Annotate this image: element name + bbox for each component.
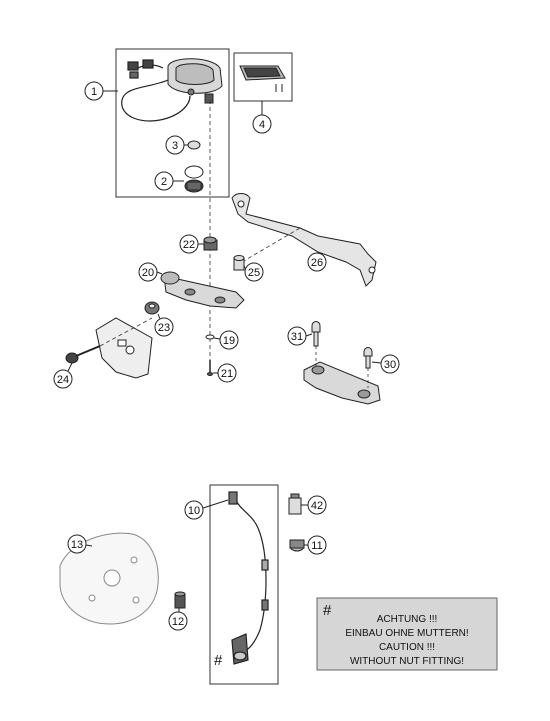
cap-part-3 [187, 140, 201, 150]
svg-text:2: 2 [161, 176, 167, 188]
bolt-part-31 [311, 321, 321, 347]
bracket-group-box [233, 52, 293, 102]
sleeve-part-12 [174, 591, 186, 609]
svg-text:11: 11 [311, 540, 322, 552]
callout-12: 12 [168, 608, 188, 631]
callout-3: 3 [165, 135, 188, 155]
assembly-line-24 [99, 317, 153, 347]
callout-30: 30 [371, 354, 400, 374]
callout-13: 13 [67, 534, 93, 554]
washer-part-19 [205, 334, 215, 340]
spacer-part-25 [233, 255, 245, 271]
callout-42: 42 [301, 495, 327, 515]
ring-part-2 [184, 165, 204, 193]
callout-2: 2 [154, 171, 184, 191]
callout-24: 24 [53, 362, 73, 389]
clip-part-42 [288, 493, 302, 515]
callout-25: 25 [243, 262, 264, 282]
plate-part [95, 317, 153, 379]
note-symbol: # [323, 602, 332, 619]
callout-1: 1 [84, 81, 118, 101]
holder-part-20 [160, 271, 245, 309]
cover-part-4 [239, 65, 286, 92]
svg-text:42: 42 [311, 500, 323, 512]
note-line-3: CAUTION !!! [379, 642, 435, 653]
svg-text:12: 12 [172, 616, 184, 628]
svg-text:20: 20 [142, 267, 154, 279]
speedometer-group-box [115, 48, 230, 198]
screw-part-21 [207, 360, 213, 376]
svg-text:13: 13 [71, 539, 83, 551]
svg-text:22: 22 [183, 239, 195, 251]
callout-20: 20 [138, 262, 163, 282]
callout-4: 4 [252, 101, 272, 134]
nut-part-23 [144, 301, 160, 315]
svg-text:4: 4 [259, 119, 265, 131]
assembly-line-26 [241, 227, 301, 263]
nut-part-22 [203, 236, 218, 251]
svg-text:31: 31 [291, 331, 303, 343]
svg-text:26: 26 [311, 257, 323, 269]
brake-disc [59, 532, 159, 625]
note-line-1: ACHTUNG !!! [377, 614, 438, 625]
svg-text:1: 1 [91, 86, 97, 98]
note-line-2: EINBAU OHNE MUTTERN! [345, 628, 468, 639]
cable-group-box [209, 484, 279, 685]
svg-text:30: 30 [384, 359, 396, 371]
svg-text:19: 19 [223, 335, 235, 347]
note-box [316, 597, 498, 671]
callout-23: 23 [154, 313, 174, 337]
note-line-4: WITHOUT NUT FITTING! [350, 656, 464, 667]
svg-text:24: 24 [57, 374, 69, 386]
callout-26: 26 [307, 252, 327, 272]
callout-22: 22 [179, 234, 204, 254]
bracket-part-26 [231, 193, 377, 287]
svg-text:10: 10 [188, 505, 200, 517]
svg-text:23: 23 [158, 322, 170, 334]
speedometer-unit [167, 58, 223, 104]
callout-19: 19 [213, 330, 239, 350]
screw-part-24 [65, 345, 101, 364]
speed-sensor-cable [228, 491, 269, 665]
callout-21: 21 [213, 363, 237, 383]
svg-text:21: 21 [221, 368, 233, 380]
svg-text:3: 3 [172, 140, 178, 152]
callout-10: 10 [184, 499, 229, 520]
holder-part-right [303, 361, 381, 405]
cable-marker: # [214, 652, 223, 669]
bolt-part-30 [363, 347, 373, 369]
callout-11: 11 [304, 535, 327, 555]
callout-31: 31 [287, 326, 313, 346]
speedometer-wiring [121, 59, 191, 122]
nut-part-11 [289, 539, 305, 552]
svg-text:25: 25 [248, 267, 260, 279]
